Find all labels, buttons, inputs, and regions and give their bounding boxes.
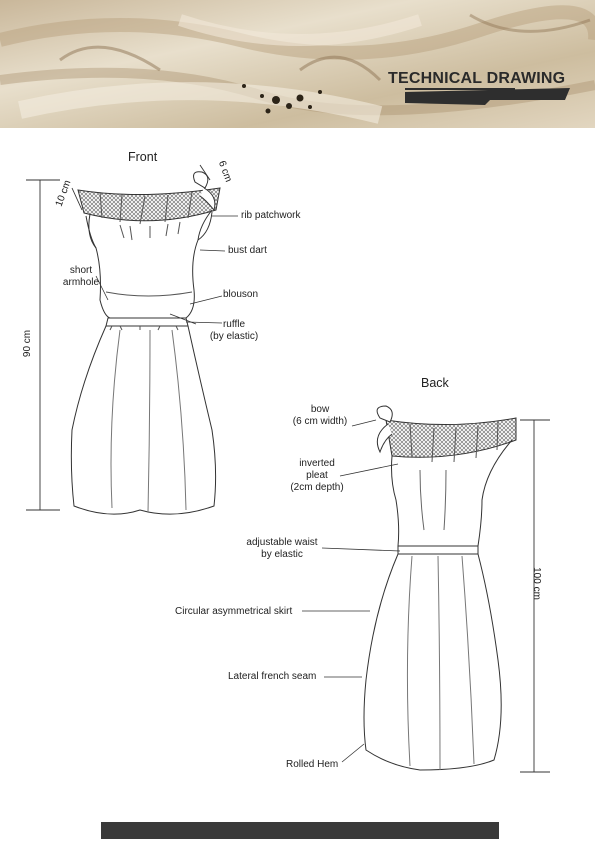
label-short-armhole: short armhole [62, 265, 100, 288]
label-rib-patchwork: rib patchwork [241, 210, 301, 221]
banner-texture [0, 0, 595, 128]
back-dimensions [520, 419, 550, 773]
dim-back-length: 100 cm [530, 567, 542, 600]
label-lateral-seam: Lateral french seam [228, 671, 317, 682]
back-leaders [302, 419, 401, 763]
label-inverted-pleat: inverted pleat (2cm depth) [290, 458, 344, 493]
label-bow: bow (6 cm width) [292, 404, 348, 427]
front-dress-drawing [70, 171, 221, 515]
label-circular-skirt: Circular asymmetrical skirt [175, 606, 293, 617]
technical-drawing: Front rib patchwork bust dart short armh… [0, 128, 595, 841]
front-heading: Front [128, 150, 158, 164]
label-adjustable-waist: adjustable waist by elastic [246, 537, 318, 560]
label-bust-dart: bust dart [228, 245, 267, 256]
banner-title: TECHNICAL DRAWING [388, 70, 566, 87]
footer-bar [101, 822, 499, 839]
label-rolled-hem: Rolled Hem [286, 759, 339, 770]
back-dress-drawing [363, 405, 517, 771]
dim-front-length: 90 cm [22, 329, 34, 358]
front-leaders [95, 215, 238, 325]
drawing-canvas [26, 164, 550, 773]
front-dimensions [26, 164, 211, 511]
label-blouson: blouson [223, 289, 259, 300]
label-ruffle: ruffle (by elastic) [209, 319, 259, 342]
header-banner: TECHNICAL DRAWING [0, 0, 595, 128]
back-heading: Back [421, 376, 449, 390]
